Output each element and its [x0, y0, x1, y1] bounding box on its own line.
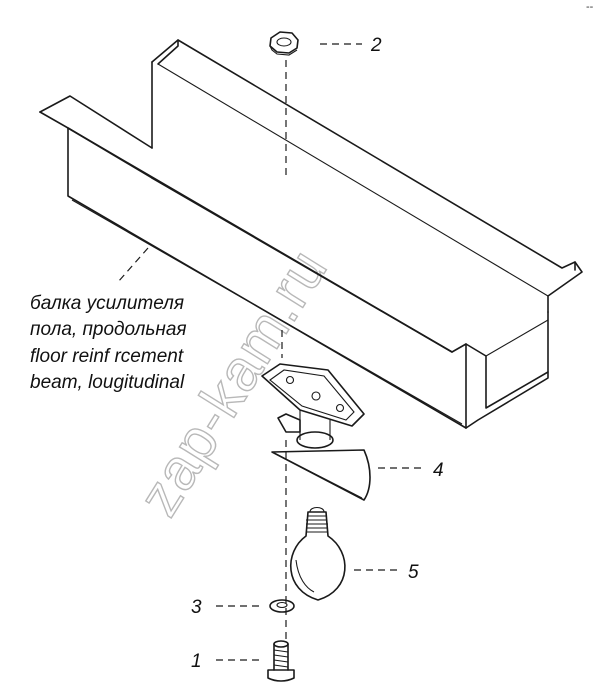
callout-4: 4 — [433, 460, 444, 481]
caption-line-2: пола, продольная — [30, 319, 187, 340]
nut-part-2 — [269, 31, 299, 56]
corner-mark: -- — [586, 1, 594, 13]
floor-reinforcement-beam — [39, 39, 583, 429]
callout-3: 3 — [191, 597, 202, 618]
bulb-part-5 — [289, 506, 346, 601]
callout-1: 1 — [191, 651, 202, 672]
shade-part-4 — [271, 449, 371, 501]
washer-part-3 — [269, 599, 295, 613]
beam-caption: балка усилителя пола, продольная floor r… — [30, 293, 187, 393]
lamp-holder-plate — [261, 363, 365, 449]
caption-line-3: floor reinf rcement — [30, 346, 184, 367]
caption-line-4: beam, lougitudinal — [30, 372, 185, 393]
callout-2: 2 — [370, 35, 382, 56]
screw-part-1 — [267, 640, 295, 682]
caption-line-1: балка усилителя — [30, 293, 184, 314]
callout-5: 5 — [408, 562, 419, 583]
caption-leader — [117, 247, 149, 283]
